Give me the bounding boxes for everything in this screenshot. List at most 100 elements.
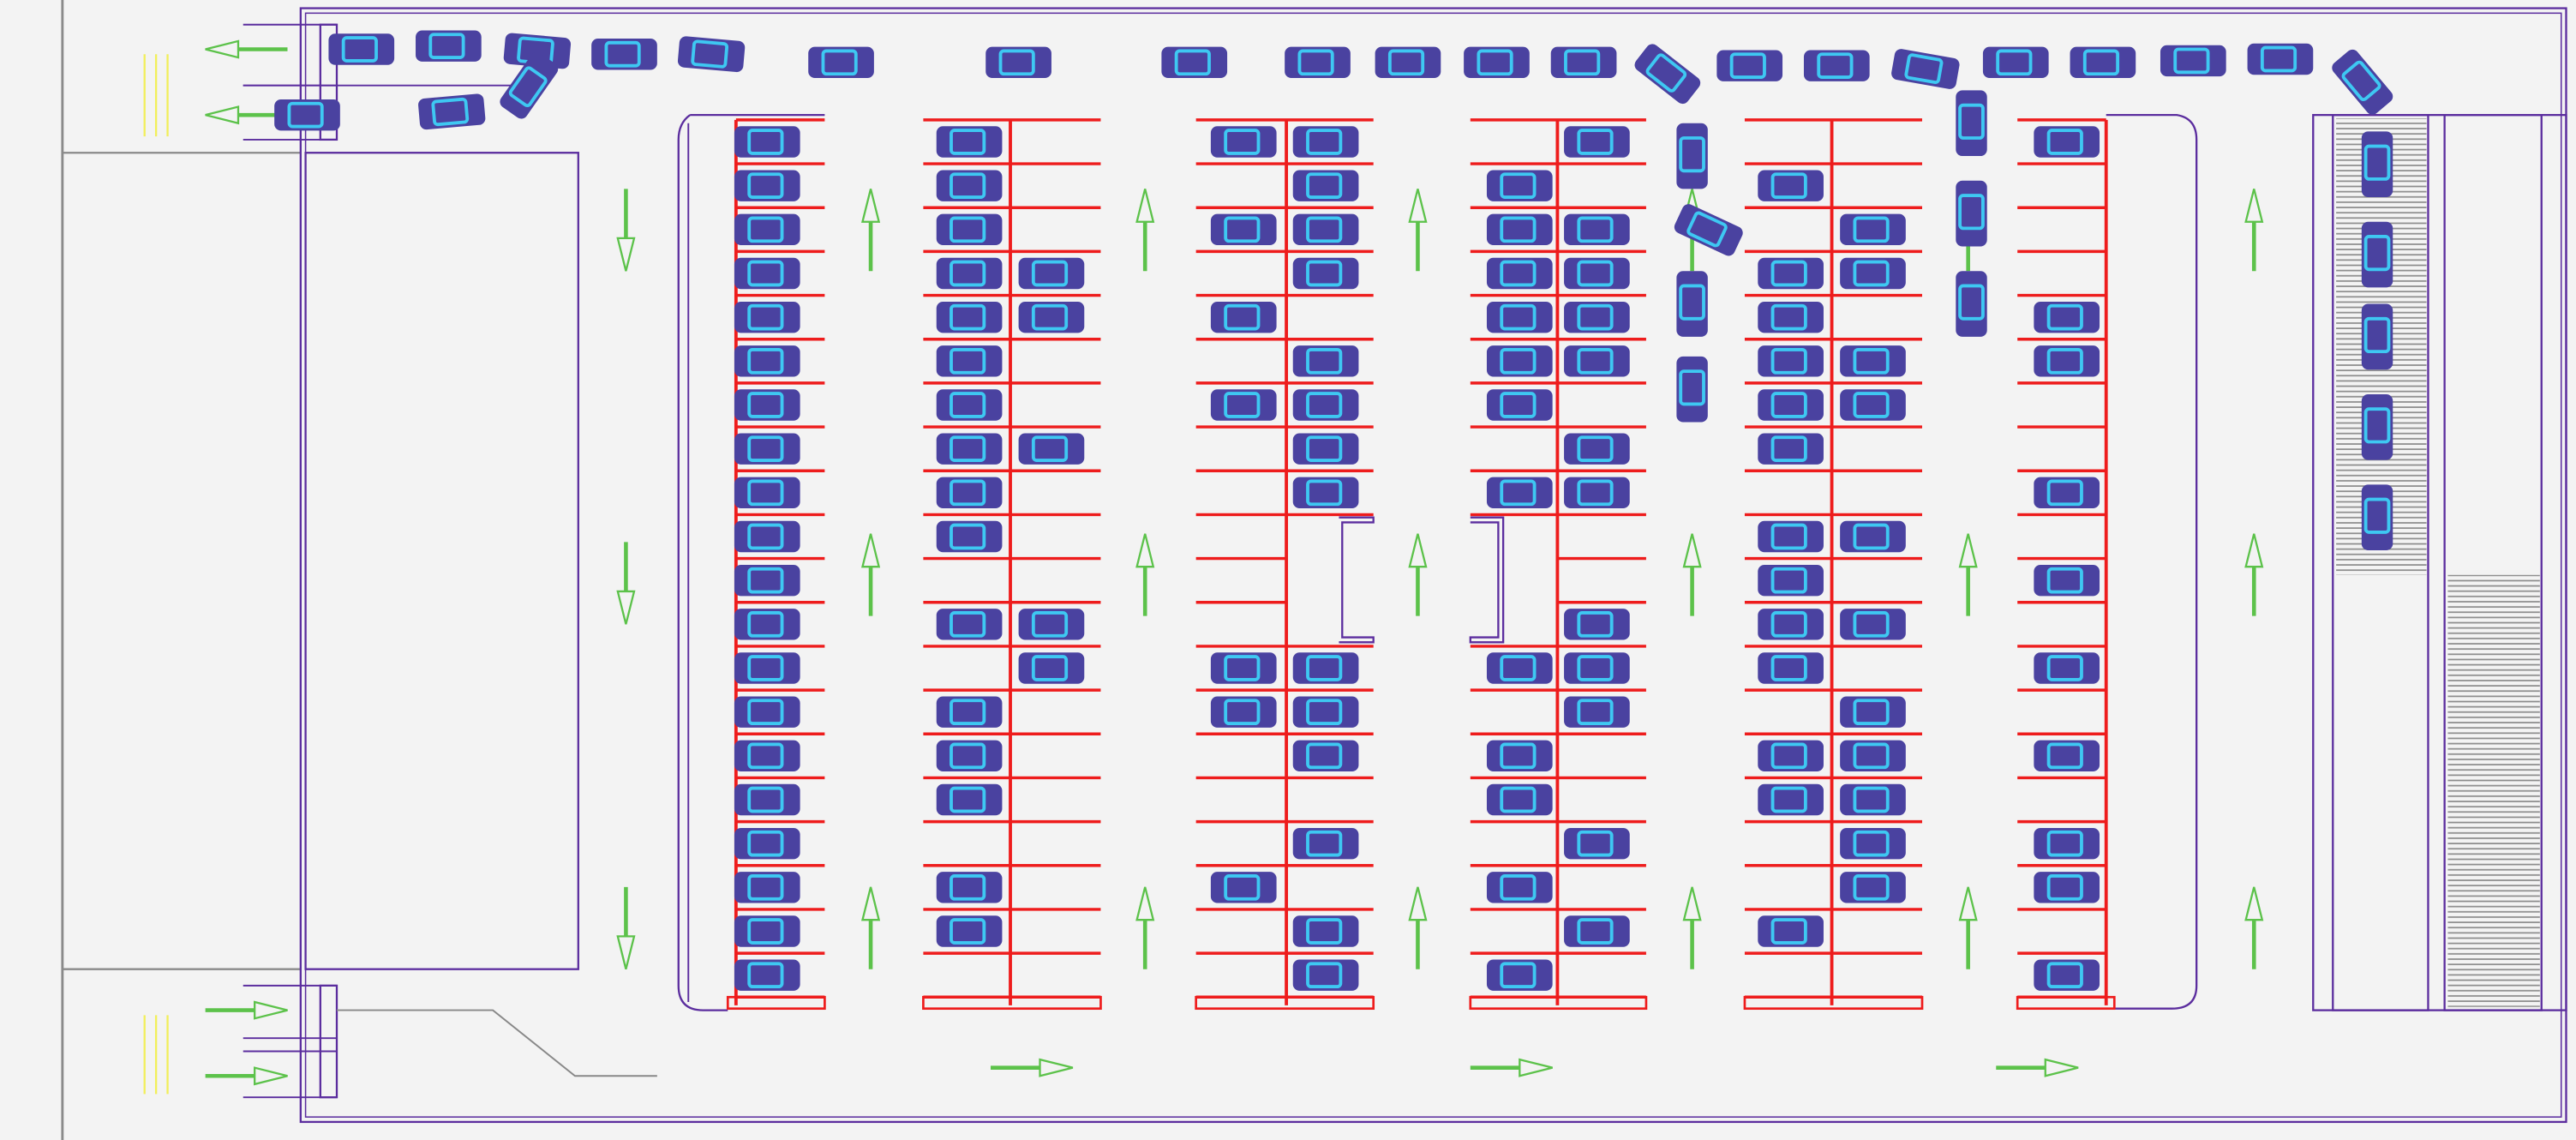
car-windows bbox=[1224, 392, 1261, 418]
car-windows bbox=[1224, 874, 1261, 901]
arrow-head bbox=[205, 39, 240, 59]
arrow-head bbox=[1135, 189, 1155, 223]
stall-end-curb bbox=[922, 995, 1102, 1011]
car-icon bbox=[936, 433, 1003, 465]
car-windows bbox=[1500, 786, 1537, 813]
car-icon bbox=[1564, 126, 1630, 158]
car-icon bbox=[1486, 301, 1553, 333]
car-icon bbox=[1486, 959, 1553, 991]
car-body bbox=[1982, 46, 2049, 79]
car-windows bbox=[1686, 211, 1728, 248]
car-icon bbox=[1210, 389, 1277, 421]
car-windows bbox=[747, 260, 784, 287]
car-windows bbox=[1306, 260, 1343, 287]
car-windows bbox=[950, 172, 986, 199]
car-windows bbox=[1679, 284, 1705, 321]
car-icon bbox=[1758, 301, 1824, 333]
car-icon bbox=[936, 915, 1003, 947]
car-windows bbox=[950, 303, 986, 331]
car-icon bbox=[1018, 652, 1085, 684]
car-windows bbox=[1500, 172, 1537, 199]
car-icon bbox=[1210, 126, 1277, 158]
car-body bbox=[2160, 45, 2226, 77]
car-icon bbox=[734, 872, 800, 903]
direction-arrow-icon bbox=[205, 1000, 288, 1020]
car-windows bbox=[1958, 194, 1985, 231]
car-windows bbox=[508, 66, 548, 108]
car-icon bbox=[936, 213, 1003, 246]
car-icon bbox=[1292, 652, 1359, 684]
car-icon bbox=[1758, 170, 1824, 201]
car-icon bbox=[2361, 484, 2393, 551]
car-windows bbox=[1031, 303, 1069, 331]
car-icon bbox=[1210, 652, 1277, 684]
stall-end-curb bbox=[1469, 995, 1648, 1011]
island-outline-east bbox=[2106, 114, 2198, 1010]
car-icon bbox=[734, 740, 800, 772]
direction-arrow-icon bbox=[1135, 533, 1155, 616]
car-icon bbox=[500, 51, 559, 119]
car-windows bbox=[1477, 49, 1513, 76]
direction-arrow-icon bbox=[616, 886, 636, 969]
car-icon bbox=[2034, 740, 2100, 772]
car-icon bbox=[936, 696, 1003, 728]
car-windows bbox=[1577, 129, 1614, 155]
arrow-head bbox=[860, 886, 881, 921]
car-icon bbox=[1486, 477, 1553, 509]
car-windows bbox=[1031, 260, 1069, 287]
car-windows bbox=[1306, 392, 1343, 418]
car-icon bbox=[808, 46, 874, 79]
car-windows bbox=[2363, 316, 2391, 354]
car-icon bbox=[1486, 652, 1553, 684]
car-icon bbox=[2034, 564, 2100, 597]
car-windows bbox=[1577, 216, 1614, 243]
car-windows bbox=[747, 129, 784, 155]
car-icon bbox=[2332, 49, 2393, 115]
car-icon bbox=[328, 33, 395, 65]
car-icon bbox=[1292, 126, 1359, 158]
site-boundary-inner bbox=[304, 12, 2562, 1118]
car-windows bbox=[1577, 655, 1614, 681]
car-icon bbox=[2247, 43, 2314, 75]
car-windows bbox=[2363, 144, 2391, 181]
arrow-head bbox=[253, 1000, 288, 1020]
car-windows bbox=[1500, 742, 1537, 770]
car-body bbox=[1758, 609, 1824, 640]
car-windows bbox=[747, 962, 784, 989]
arrow-head bbox=[1135, 886, 1155, 921]
car-body bbox=[1758, 301, 1824, 333]
stall-end-curb bbox=[1195, 995, 1375, 1011]
car-icon bbox=[2070, 46, 2136, 79]
arrow-head bbox=[1408, 533, 1428, 568]
direction-arrow-icon bbox=[1408, 533, 1428, 616]
car-windows bbox=[950, 786, 986, 813]
vehicles bbox=[274, 30, 2393, 991]
car-windows bbox=[1770, 303, 1807, 331]
car-windows bbox=[950, 392, 986, 418]
car-icon bbox=[2034, 126, 2100, 158]
car-windows bbox=[1500, 347, 1537, 375]
core-notch bbox=[1469, 516, 1505, 644]
car-icon bbox=[1292, 213, 1359, 246]
car-icon bbox=[1758, 389, 1824, 421]
island-outline-west bbox=[677, 114, 825, 1011]
car-windows bbox=[1996, 49, 2033, 76]
arrow-head bbox=[1408, 886, 1428, 921]
car-windows bbox=[747, 655, 784, 681]
direction-arrow-icon bbox=[1408, 886, 1428, 969]
car-windows bbox=[1306, 742, 1343, 770]
stall-end-curb bbox=[726, 995, 826, 1011]
car-windows bbox=[1577, 918, 1614, 945]
arrow-head bbox=[860, 189, 881, 223]
car-windows bbox=[747, 347, 784, 375]
car-windows bbox=[1500, 874, 1537, 901]
car-icon bbox=[1292, 696, 1359, 728]
car-icon bbox=[1564, 213, 1630, 246]
car-icon bbox=[936, 740, 1003, 772]
car-windows bbox=[1306, 830, 1343, 857]
car-windows bbox=[1306, 172, 1343, 199]
car-icon bbox=[2361, 221, 2393, 288]
car-windows bbox=[747, 830, 784, 857]
car-windows bbox=[2173, 47, 2210, 75]
